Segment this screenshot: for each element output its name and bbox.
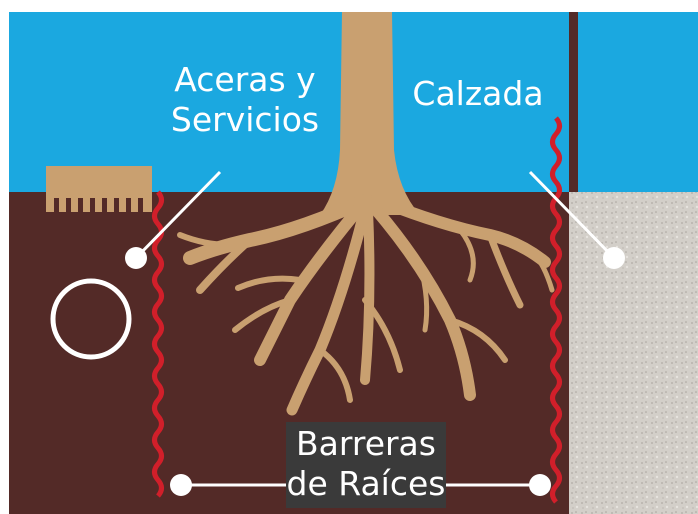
- sidewalk-paving: [46, 166, 152, 212]
- roadway-label: Calzada: [408, 74, 548, 114]
- root-barrier-left: [152, 190, 164, 498]
- root-barriers-label: Barreras de Raíces: [286, 422, 446, 508]
- sidewalks-label-line1: Aceras y: [174, 60, 316, 99]
- tree-roots: [177, 12, 555, 416]
- sidewalks-services-label: Aceras y Servicios: [160, 60, 330, 140]
- callout-roadway: [528, 170, 625, 269]
- curb-post: [569, 12, 578, 192]
- sidewalks-label-line2: Servicios: [170, 100, 320, 139]
- callout-barriers: [170, 474, 551, 496]
- roadway-gravel: [569, 192, 698, 514]
- barriers-label-line2: de Raíces: [286, 464, 446, 503]
- root-barrier-right: [550, 116, 562, 504]
- roadway-label-text: Calzada: [412, 74, 544, 113]
- utility-pipe: [50, 278, 132, 360]
- callout-sidewalks: [125, 170, 222, 269]
- barriers-label-line1: Barreras: [296, 424, 436, 463]
